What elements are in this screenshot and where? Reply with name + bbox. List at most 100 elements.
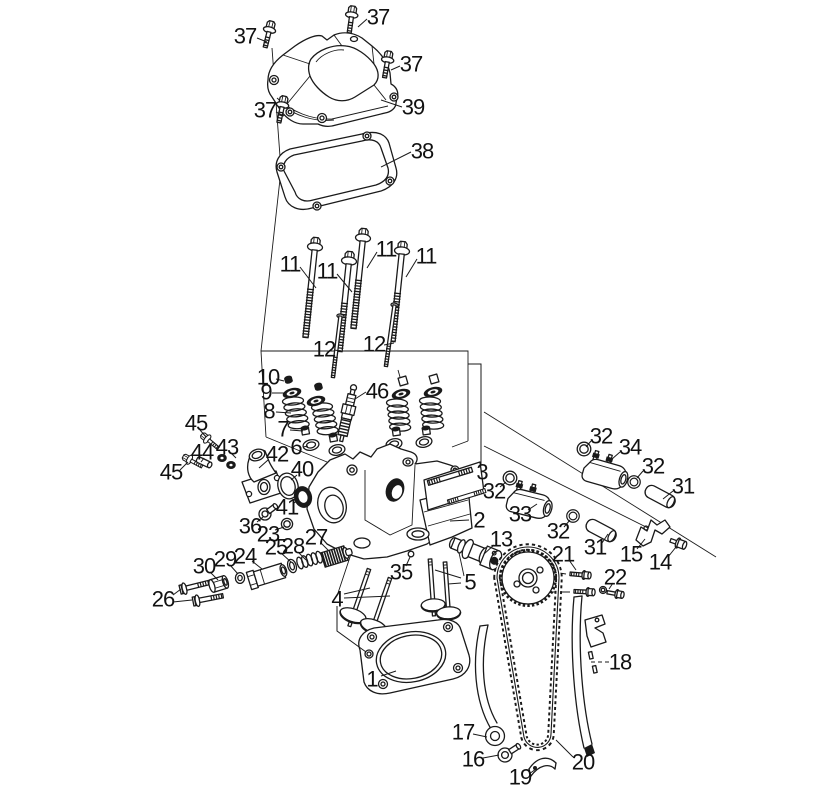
tensioner-assembly (179, 545, 353, 607)
leader-line (230, 452, 237, 459)
leader-line (172, 599, 193, 603)
part-label-15: 15 (620, 542, 643, 567)
part-label-39: 39 (402, 95, 425, 120)
leader-line (568, 559, 577, 571)
part-label-27: 27 (305, 525, 328, 550)
part-label-8: 8 (263, 399, 275, 424)
leader-line (380, 670, 397, 677)
part-label-32: 32 (483, 479, 506, 504)
leader-line (302, 445, 309, 448)
leader-line (390, 65, 401, 71)
leader-line (380, 99, 403, 108)
bracket-bolt (669, 537, 688, 550)
leader-line (293, 499, 300, 504)
part-label-12: 12 (313, 337, 336, 362)
part-label-18: 18 (609, 650, 632, 675)
leader-line (636, 470, 644, 479)
intake-joint (241, 448, 285, 504)
sprocket-bolts (570, 569, 625, 599)
leader-line (608, 582, 614, 590)
part-label-5: 5 (464, 570, 476, 595)
part-label-4: 4 (331, 587, 343, 612)
leader-line (405, 556, 411, 567)
leader-line (280, 552, 292, 563)
part-label-31: 31 (672, 474, 695, 499)
part-label-21: 21 (552, 542, 575, 567)
leader-line (299, 266, 317, 289)
cam-sprocket (499, 549, 557, 607)
part-label-38: 38 (411, 139, 434, 164)
part-label-9: 9 (260, 380, 272, 405)
guide-bolt (497, 742, 522, 763)
part-label-16: 16 (462, 747, 485, 772)
head-gasket (358, 618, 471, 695)
part-label-11: 11 (280, 252, 302, 277)
part-label-32: 32 (642, 454, 665, 479)
leader-line (274, 526, 285, 531)
part-label-46: 46 (366, 379, 389, 404)
leader-line (258, 459, 269, 469)
part-label-32: 32 (547, 519, 570, 544)
part-label-25: 25 (265, 535, 288, 560)
part-label-10: 10 (257, 365, 280, 390)
leader-line (172, 588, 182, 596)
part-label-14: 14 (649, 550, 672, 575)
joint-fasteners (181, 431, 236, 471)
part-label-44: 44 (191, 440, 214, 465)
part-label-37: 37 (367, 5, 390, 30)
leader-line (636, 538, 646, 550)
leader-line (405, 258, 418, 278)
leader-line (200, 457, 205, 463)
part-label-33: 33 (509, 502, 532, 527)
part-label-1: 1 (366, 667, 378, 692)
leader-line (447, 582, 462, 585)
leader-line (256, 37, 268, 43)
part-label-24: 24 (234, 544, 257, 569)
spark-plug (337, 384, 358, 443)
part-label-29: 29 (214, 547, 237, 572)
part-label-23: 23 (257, 522, 280, 547)
part-label-42: 42 (266, 442, 289, 467)
part-label-35: 35 (390, 560, 413, 585)
camshaft (448, 537, 503, 571)
part-label-43: 43 (216, 435, 239, 460)
leader-line (482, 754, 500, 759)
part-label-45: 45 (160, 460, 183, 485)
part-label-32: 32 (590, 424, 613, 449)
chain-guide-left (474, 624, 506, 747)
leader-line (343, 587, 371, 595)
part-label-34: 34 (619, 435, 642, 460)
leader-line (449, 519, 470, 522)
part-label-20: 20 (572, 750, 595, 775)
leader-line (275, 411, 292, 414)
chain-tensioner-blade (571, 595, 607, 757)
part-label-7: 7 (277, 417, 289, 442)
leader-line (528, 768, 537, 775)
leader-line (563, 519, 571, 528)
leader-line (336, 606, 367, 653)
oil-plug (258, 503, 294, 531)
part-label-13: 13 (490, 527, 513, 552)
leader-line (251, 560, 263, 570)
leader-line (297, 551, 307, 561)
leader-line (383, 342, 395, 346)
leader-line (336, 273, 353, 293)
part-label-28: 28 (282, 534, 305, 559)
leader-line (662, 490, 674, 500)
part-label-30: 30 (193, 554, 216, 579)
part-label-12: 12 (363, 332, 386, 357)
part-label-22: 22 (604, 565, 627, 590)
part-label-36: 36 (239, 514, 262, 539)
part-label-37: 37 (400, 52, 423, 77)
leader-line (290, 474, 298, 481)
part-label-3: 3 (476, 460, 488, 485)
leader-line (320, 542, 330, 552)
part-label-31: 31 (584, 535, 607, 560)
leader-line (667, 546, 677, 558)
leader-line (209, 571, 219, 581)
part-label-37: 37 (234, 24, 257, 49)
leader-line (199, 429, 207, 438)
timing-chain (493, 543, 563, 752)
dowel-pin (407, 550, 415, 558)
